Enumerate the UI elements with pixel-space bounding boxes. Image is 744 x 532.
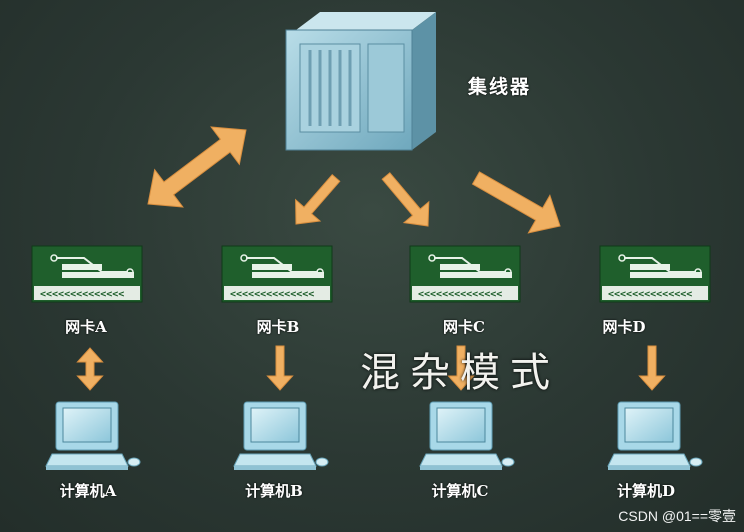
nic-label-b: 网卡B (256, 318, 300, 336)
svg-text:<<<<<<<<<<<<<<: <<<<<<<<<<<<<< (418, 289, 502, 300)
svg-text:<<<<<<<<<<<<<<: <<<<<<<<<<<<<< (230, 289, 314, 300)
hub-icon (285, 12, 436, 151)
computer-label-c: 计算机C (431, 482, 489, 500)
nic-board-icon: <<<<<<<<<<<<<< (599, 245, 711, 303)
arrow-hub-nic-a (147, 126, 247, 208)
arrow-nic-a-computer-a (76, 347, 104, 391)
nic-boards: <<<<<<<<<<<<<< <<<<<<<<<<<<<< <<<<<<<<<<<<… (31, 245, 711, 303)
arrows (76, 126, 666, 391)
computer-icon (419, 401, 515, 470)
hub-label: 集线器 (468, 76, 532, 98)
computer-label-d: 计算机D (616, 482, 675, 500)
arrow-hub-to-nic-c (381, 172, 430, 227)
watermark: CSDN @01==零壹 (618, 508, 736, 524)
arrow-nic-d-to-computer-d (638, 345, 666, 391)
svg-text:<<<<<<<<<<<<<<: <<<<<<<<<<<<<< (40, 289, 124, 300)
computer-label-a: 计算机A (59, 482, 117, 500)
computers (45, 401, 703, 470)
arrow-hub-to-nic-b (295, 174, 341, 225)
nic-label-c: 网卡C (443, 318, 485, 336)
nic-board-icon: <<<<<<<<<<<<<< (221, 245, 333, 303)
svg-text:<<<<<<<<<<<<<<: <<<<<<<<<<<<<< (608, 289, 692, 300)
computer-icon (607, 401, 703, 470)
promiscuous-mode-title: 混杂模式 (360, 350, 560, 396)
computer-icon (45, 401, 141, 470)
nic-label-a: 网卡A (65, 318, 107, 336)
nic-board-icon: <<<<<<<<<<<<<< (31, 245, 143, 303)
arrow-hub-to-nic-d (471, 171, 561, 234)
computer-label-b: 计算机B (245, 482, 303, 500)
arrow-nic-b-to-computer-b (266, 345, 294, 391)
nic-board-icon: <<<<<<<<<<<<<< (409, 245, 521, 303)
computer-icon (233, 401, 329, 470)
nic-label-d: 网卡D (602, 318, 646, 336)
arrow-nic-c-to-computer-c (447, 345, 475, 391)
